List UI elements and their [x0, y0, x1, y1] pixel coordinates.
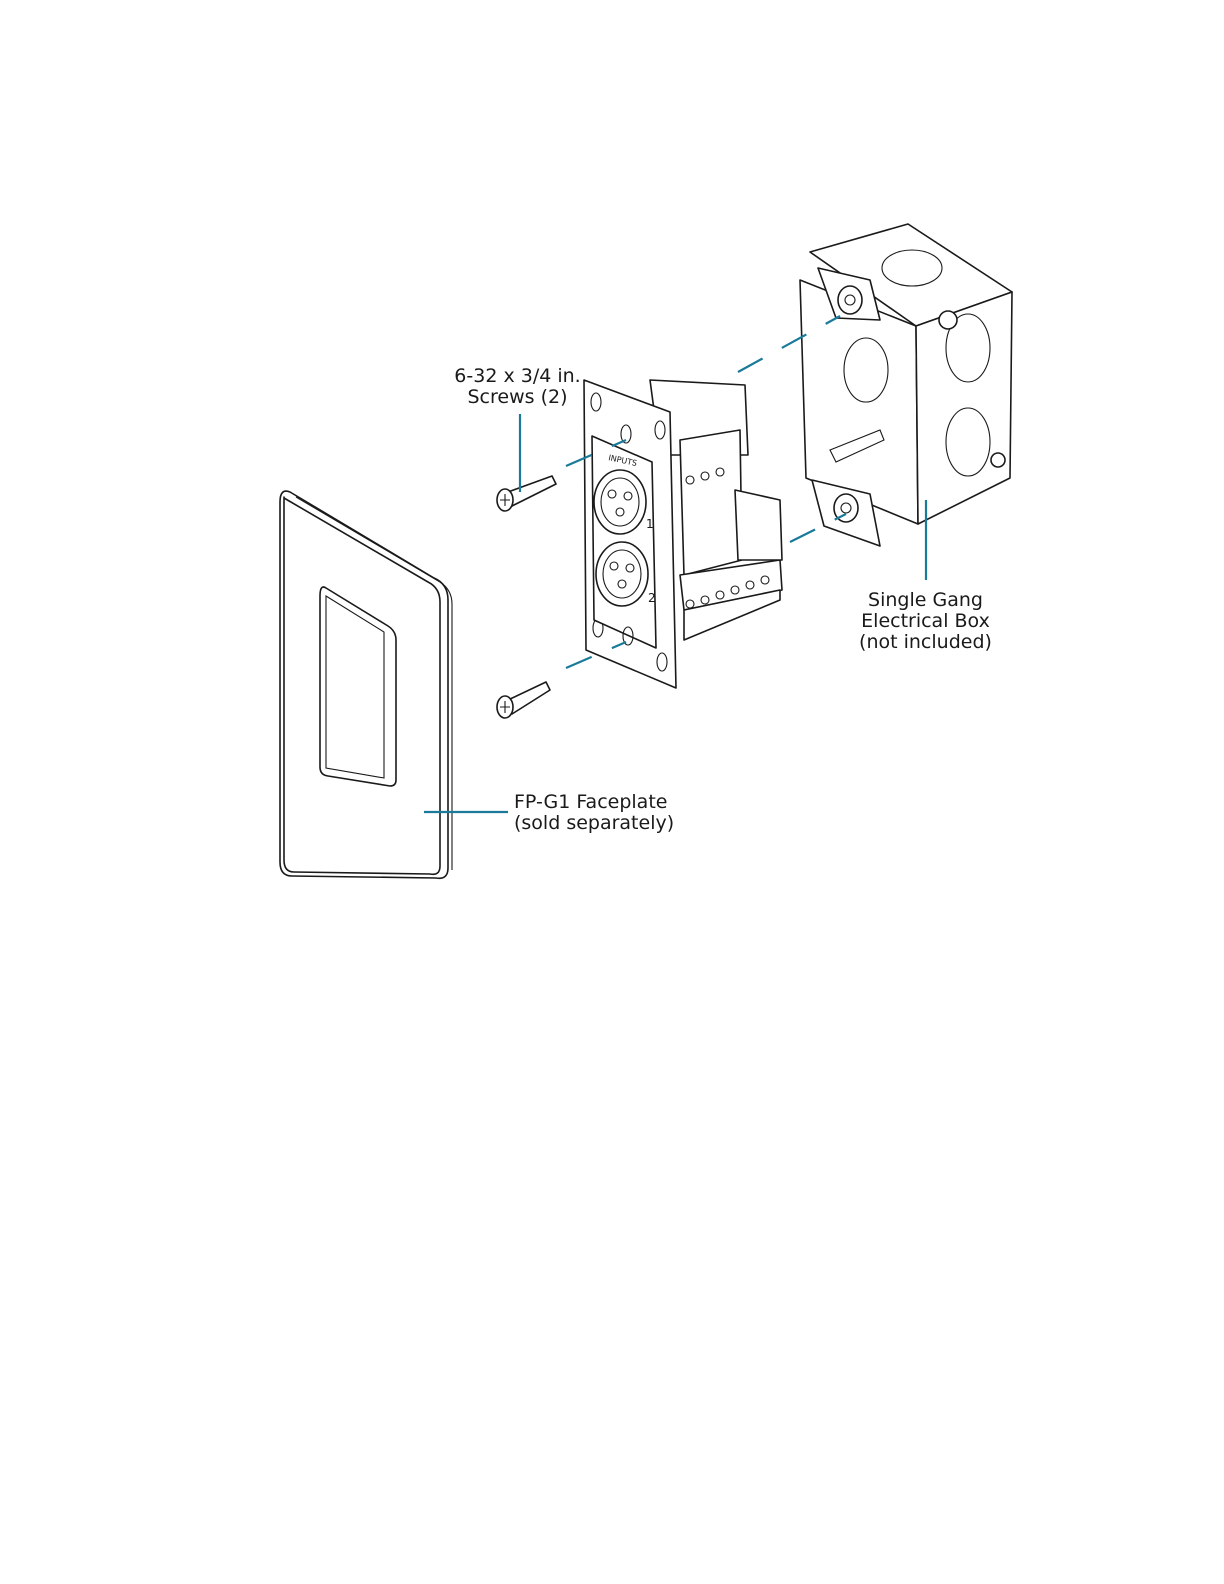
faceplate-callout-line1: FP-G1 Faceplate — [514, 792, 714, 813]
screws-callout: 6-32 x 3/4 in. Screws (2) — [430, 366, 605, 408]
screws-callout-line2: Screws (2) — [430, 387, 605, 408]
jack-1-label: 1 — [646, 517, 654, 531]
electrical-box-callout: Single Gang Electrical Box (not included… — [838, 590, 1013, 653]
screws-callout-line1: 6-32 x 3/4 in. — [430, 366, 605, 387]
screw-upper — [497, 476, 556, 511]
electrical-box-callout-line1: Single Gang — [838, 590, 1013, 611]
screw-lower — [497, 682, 550, 718]
electrical-box-callout-line2: Electrical Box — [838, 611, 1013, 632]
single-gang-electrical-box — [800, 224, 1012, 546]
faceplate-callout-line2: (sold separately) — [514, 813, 714, 834]
xlr-wallplate-device: INPUTS 1 2 — [584, 380, 782, 688]
jack-2-label: 2 — [648, 591, 656, 605]
electrical-box-callout-line3: (not included) — [838, 632, 1013, 653]
faceplate — [280, 491, 452, 878]
faceplate-callout: FP-G1 Faceplate (sold separately) — [514, 792, 714, 834]
